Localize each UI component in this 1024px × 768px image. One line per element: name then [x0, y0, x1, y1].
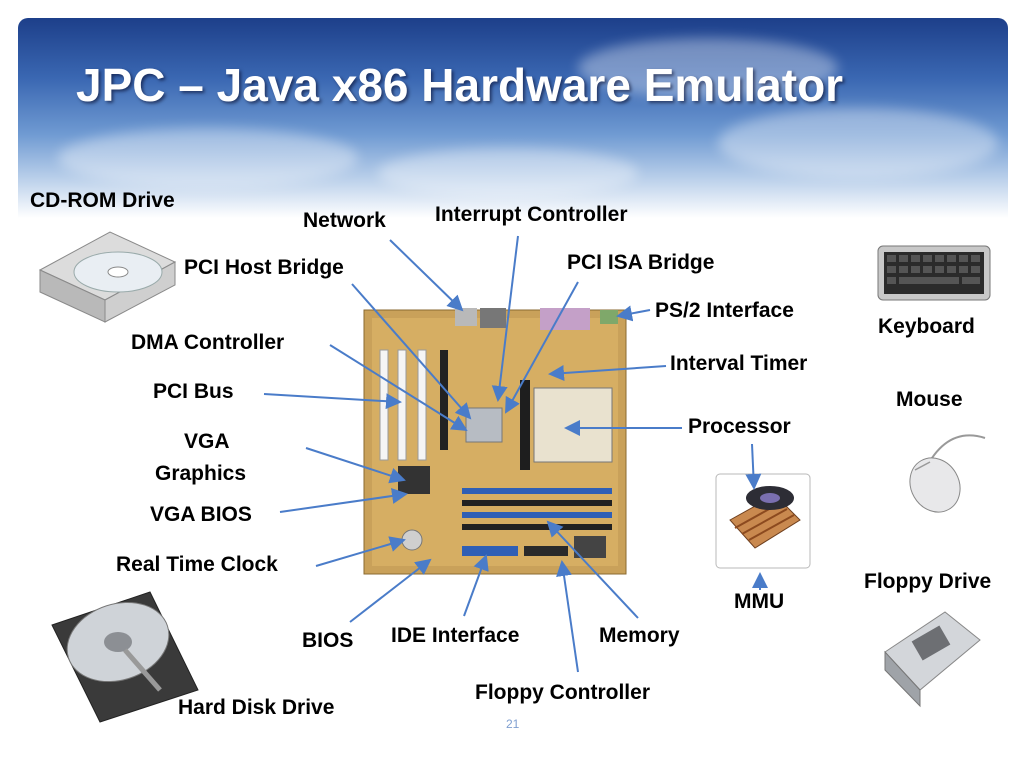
label-ps2-interface: PS/2 Interface	[655, 299, 794, 322]
label-interval-timer: Interval Timer	[670, 352, 808, 375]
cdrom-drive-image	[38, 231, 177, 323]
keyboard-image	[877, 245, 991, 301]
arrow-interrupt	[491, 235, 519, 402]
label-dma-controller: DMA Controller	[131, 331, 285, 354]
label-pci-bus: PCI Bus	[153, 380, 234, 403]
hard-disk-image	[51, 591, 199, 723]
label-mmu: MMU	[734, 590, 785, 613]
arrow-memory	[546, 520, 639, 619]
label-vga-bios: VGA BIOS	[150, 503, 252, 526]
arrow-ps2	[616, 305, 651, 322]
slide	[18, 18, 1008, 736]
label-floppy-controller: Floppy Controller	[475, 681, 650, 704]
arrow-processor-mmu	[745, 443, 762, 490]
label-pci-isa-bridge: PCI ISA Bridge	[567, 251, 715, 274]
label-network: Network	[303, 209, 386, 232]
label-keyboard: Keyboard	[878, 315, 975, 338]
arrow-network	[389, 239, 464, 312]
page-number: 21	[506, 717, 520, 731]
label-interrupt-controller: Interrupt Controller	[435, 203, 628, 226]
label-ide-interface: IDE Interface	[391, 624, 520, 647]
motherboard-image	[363, 308, 627, 575]
label-mouse: Mouse	[896, 388, 963, 411]
arrow-dma	[329, 344, 468, 432]
label-hard-disk-drive: Hard Disk Drive	[178, 696, 335, 719]
header-background	[18, 18, 1008, 218]
label-vga-graphics-line2: Graphics	[155, 462, 247, 485]
label-floppy-drive: Floppy Drive	[864, 570, 992, 593]
label-bios: BIOS	[302, 629, 354, 652]
label-processor: Processor	[688, 415, 791, 438]
arrow-bios	[349, 558, 432, 623]
label-cdrom-drive: CD-ROM Drive	[30, 189, 175, 212]
arrow-vga	[305, 447, 406, 484]
arrow-ide	[463, 554, 489, 617]
label-real-time-clock: Real Time Clock	[116, 553, 278, 576]
label-vga-graphics-line1: VGA	[184, 430, 230, 453]
arrow-pcibus	[263, 393, 402, 410]
arrow-vgabios	[279, 488, 408, 513]
mouse-image	[909, 434, 986, 513]
arrow-pci-host	[351, 283, 472, 420]
mmu-cooler-image	[715, 473, 811, 569]
label-pci-host-bridge: PCI Host Bridge	[184, 256, 344, 279]
arrow-floppyctl	[556, 560, 579, 673]
arrow-rtc	[315, 536, 406, 567]
arrow-interval	[548, 365, 667, 382]
slide-title: JPC – Java x86 Hardware Emulator	[76, 59, 844, 111]
arrow-pci-isa	[505, 281, 579, 414]
label-memory: Memory	[599, 624, 680, 647]
floppy-drive-image	[884, 611, 981, 708]
